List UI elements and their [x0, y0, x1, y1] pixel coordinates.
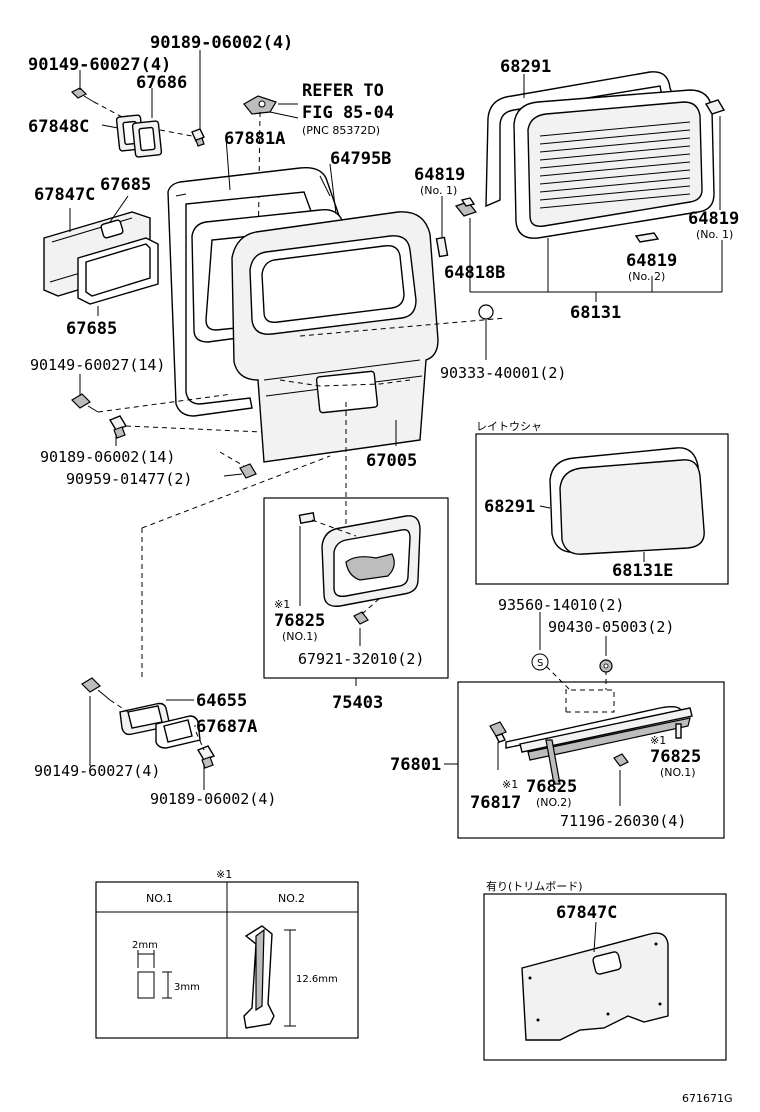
- label-dim-2mm: 2mm: [132, 940, 158, 951]
- label-67847c-box: 67847C: [556, 903, 617, 923]
- part-67005-back-door-panel[interactable]: [231, 211, 439, 463]
- label-67687a: 67687A: [196, 717, 257, 737]
- label-67847c-top: 67847C: [34, 185, 95, 205]
- label-mark1-c: ※1: [502, 778, 518, 791]
- label-ari-trim-board: 有り(トリムボード): [486, 879, 583, 893]
- label-76801: 76801: [390, 755, 441, 775]
- label-refer-to: REFER TO: [302, 81, 384, 101]
- label-68291-top: 68291: [500, 57, 551, 77]
- label-90189-06002-4-top: 90189-06002(4): [150, 33, 293, 53]
- no1-pad-drawing: [137, 950, 172, 999]
- part-75403-license-lamp[interactable]: [321, 515, 421, 607]
- label-dim-3mm: 3mm: [174, 982, 200, 993]
- label-68131e: 68131E: [612, 561, 673, 581]
- screw-90149-icon-top: [70, 87, 95, 103]
- label-67881a: 67881A: [224, 129, 285, 149]
- label-90149-60027-4-top: 90149-60027(4): [28, 55, 171, 75]
- box-reitousha: [475, 433, 729, 585]
- label-mark1-a: ※1: [274, 598, 290, 611]
- label-reitousha: レイトウシャ: [476, 420, 542, 433]
- screw-71196-icon: [613, 753, 629, 767]
- label-90430-05003-2: 90430-05003(2): [548, 618, 674, 636]
- clip-90189-icon-14: [108, 415, 128, 439]
- part-64818b-bracket-icon: [454, 197, 478, 217]
- label-figure-id: 671671G: [682, 1092, 733, 1105]
- part-67685-seal[interactable]: [77, 237, 159, 305]
- label-76817: 76817: [470, 793, 521, 813]
- part-76825-no1-b-icon: [675, 723, 682, 739]
- label-67848c: 67848C: [28, 117, 89, 137]
- label-93560-14010-2: 93560-14010(2): [498, 596, 624, 614]
- label-90189-06002-14: 90189-06002(14): [40, 448, 175, 466]
- clip-90959-icon: [239, 463, 257, 479]
- part-64819-no1-left-icon: [435, 236, 449, 258]
- label-90149-60027-14: 90149-60027(14): [30, 356, 165, 374]
- label-76825-no2: 76825: [526, 777, 577, 797]
- label-no2: (No. 2): [628, 270, 665, 283]
- label-mark1-table: ※1: [216, 868, 232, 881]
- label-no2-b: (NO.2): [536, 796, 572, 809]
- label-64655: 64655: [196, 691, 247, 711]
- label-68291-box: 68291: [484, 497, 535, 517]
- screw-67921-icon: [353, 611, 369, 625]
- label-no1-right: (No. 1): [696, 228, 733, 241]
- handle-ref-icon: [243, 95, 277, 115]
- label-pnc-85372d: (PNC 85372D): [302, 124, 380, 137]
- part-76825-no2-pad-icon: [545, 739, 561, 785]
- part-67686-cover[interactable]: [131, 120, 163, 158]
- label-64795b: 64795B: [330, 149, 391, 169]
- label-67921-32010-2: 67921-32010(2): [298, 650, 424, 668]
- label-64819-no1-left: 64819: [414, 165, 465, 185]
- nut-90430-icon: [599, 659, 613, 673]
- clip-76817-icon: [489, 721, 507, 743]
- label-71196-26030-4: 71196-26030(4): [560, 812, 686, 830]
- no2-pad-drawing: [243, 925, 296, 1029]
- label-90959-01477-2: 90959-01477(2): [66, 470, 192, 488]
- clip-90189-icon-top: [191, 128, 205, 147]
- part-67881a-weatherstrip[interactable]: [167, 167, 345, 417]
- label-67685-top: 67685: [100, 175, 151, 195]
- bolt-90149-icon-14: [71, 393, 99, 413]
- box-76801: [457, 681, 725, 839]
- label-67005: 67005: [366, 451, 417, 471]
- label-90149-60027-4-bottom: 90149-60027(4): [34, 762, 160, 780]
- s-mark-icon: [531, 653, 549, 671]
- label-75403: 75403: [332, 693, 383, 713]
- part-68131-back-door-glass[interactable]: [513, 89, 715, 239]
- label-90333-40001-2: 90333-40001(2): [440, 364, 566, 382]
- box-trim-board: [483, 893, 727, 1061]
- part-68131e-reitousha-glass[interactable]: [559, 459, 705, 555]
- label-mark1-b: ※1: [650, 734, 666, 747]
- label-64818b: 64818B: [444, 263, 505, 283]
- label-76825-no1-b: 76825: [650, 747, 701, 767]
- label-no1-a: (NO.1): [282, 630, 318, 643]
- part-76825-no1-pad-icon: [298, 512, 316, 524]
- part-64819-no2-icon: [634, 232, 660, 243]
- part-64819-no1-right-icon: [704, 99, 726, 115]
- screw-90149-icon-bottom: [81, 677, 111, 701]
- label-68131: 68131: [570, 303, 621, 323]
- label-no1-b: (NO.1): [660, 766, 696, 779]
- label-fig-85-04: FIG 85-04: [302, 103, 394, 123]
- part-67687a-gasket[interactable]: [155, 715, 201, 749]
- label-64819-no1-right: 64819: [688, 209, 739, 229]
- part-76801-garnish[interactable]: [505, 705, 693, 761]
- label-67685-bottom: 67685: [66, 319, 117, 339]
- bolt-90333-icon: [478, 304, 494, 320]
- label-col-no2: NO.2: [278, 892, 305, 905]
- label-67686: 67686: [136, 73, 187, 93]
- label-no1-left: (No. 1): [420, 184, 457, 197]
- label-col-no1: NO.1: [146, 892, 173, 905]
- clip-90189-icon-bottom: [196, 745, 216, 769]
- part-67847c-trim-board[interactable]: [521, 932, 669, 1041]
- label-s-mark: S: [537, 658, 543, 669]
- label-dim-12-6mm: 12.6mm: [296, 974, 338, 985]
- label-76825-no1-a: 76825: [274, 611, 325, 631]
- label-90189-06002-4-bottom: 90189-06002(4): [150, 790, 276, 808]
- label-64819-no2: 64819: [626, 251, 677, 271]
